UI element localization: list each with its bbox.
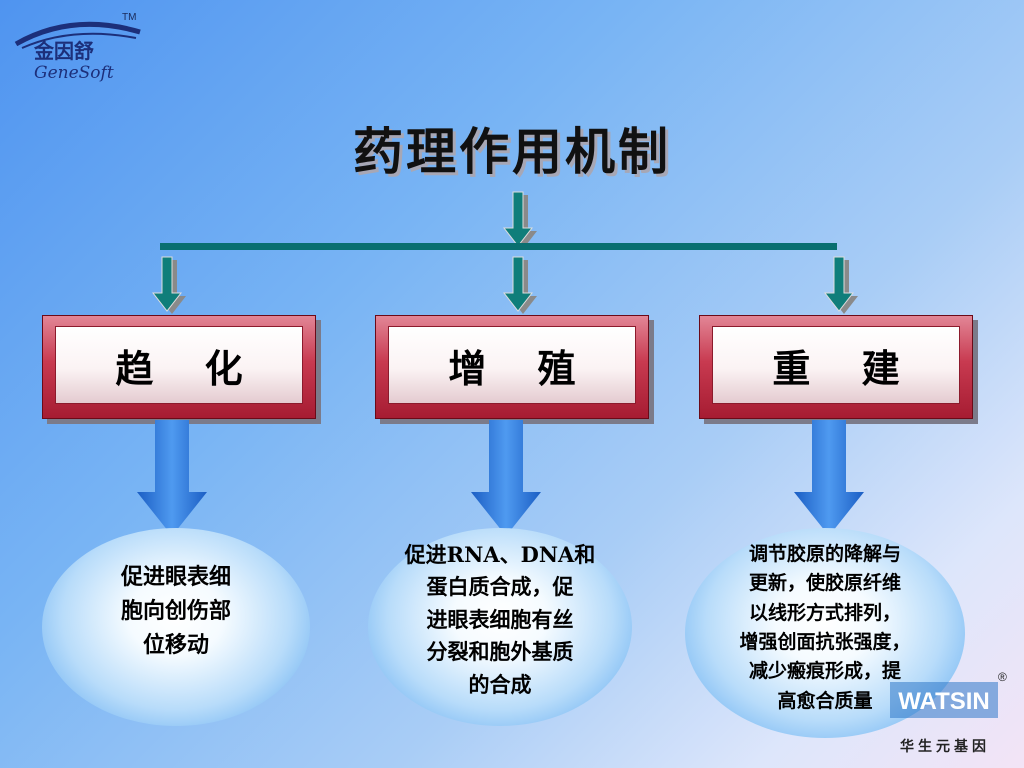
category-box-chemotaxis: 趋 化	[42, 315, 316, 419]
description-line: 的合成	[468, 671, 532, 697]
down-arrow-icon	[149, 255, 186, 315]
description-line: 增强创面抗张强度，	[739, 631, 911, 653]
registered-mark: ®	[998, 670, 1007, 684]
connector-bar	[160, 243, 837, 250]
description-ellipse-proliferation: 促进RNA、DNA和 蛋白质合成，促 进眼表细胞有丝 分裂和胞外基质 的合成	[368, 528, 632, 726]
genesoft-logo: 金因舒 GeneSoft	[12, 14, 152, 84]
trademark-mark: TM	[122, 12, 137, 23]
description-line: 减少瘢痕形成，提	[748, 660, 901, 683]
description-ellipse-chemotaxis: 促进眼表细 胞向创伤部 位移动	[42, 528, 310, 726]
category-box-proliferation: 增 殖	[375, 315, 649, 419]
big-down-arrow-icon	[794, 420, 864, 538]
big-down-arrow-icon	[137, 420, 207, 538]
description-line: 胞向创伤部	[120, 597, 231, 624]
big-down-arrow-icon	[471, 420, 541, 538]
description-line: 更新，使胶原纤维	[748, 572, 901, 595]
logo-en-text: GeneSoft	[34, 63, 114, 83]
description-line: 调节胶原的降解与	[748, 542, 901, 565]
description-line: 进眼表细胞有丝	[426, 606, 574, 632]
category-label: 重 建	[772, 345, 900, 391]
down-arrow-icon	[500, 255, 537, 315]
category-box-remodeling: 重 建	[699, 315, 973, 419]
description-line: 分裂和胞外基质	[426, 639, 574, 665]
logo-cn-text: 金因舒	[33, 39, 94, 63]
category-label: 增 殖	[448, 345, 576, 391]
watsin-logo-text: WATSIN	[898, 688, 990, 715]
description-line: 促进眼表细	[120, 563, 231, 590]
description-line: 促进RNA、DNA和	[404, 541, 596, 567]
watsin-logo: WATSIN	[890, 680, 998, 720]
page-title: 药理作用机制	[353, 122, 671, 181]
description-line: 高愈合质量	[777, 689, 873, 712]
watsin-cn-text: 华生元基因	[900, 739, 990, 755]
description-line: 位移动	[142, 632, 209, 659]
description-line: 蛋白质合成，促	[426, 574, 574, 600]
category-label: 趋 化	[115, 345, 243, 391]
description-line: 以线形方式排列，	[748, 601, 901, 624]
down-arrow-icon	[500, 190, 537, 250]
description-ellipse-remodeling: 调节胶原的降解与 更新，使胶原纤维 以线形方式排列， 增强创面抗张强度， 减少瘢…	[685, 528, 965, 738]
down-arrow-icon	[821, 255, 858, 315]
